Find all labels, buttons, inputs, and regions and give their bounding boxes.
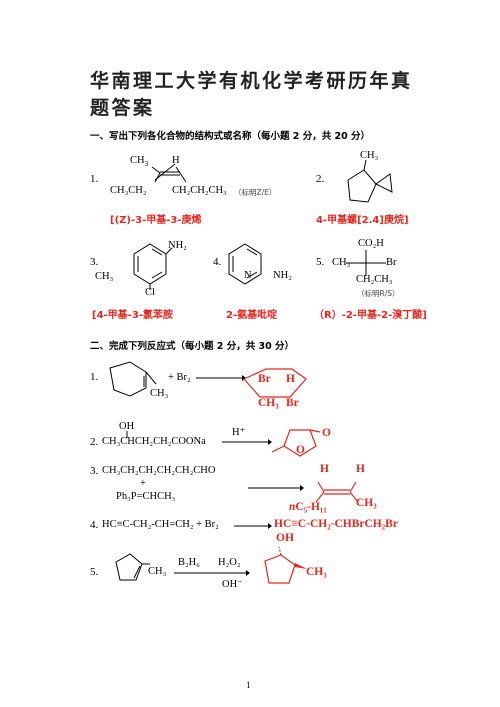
r3-product-alkene [315,481,359,503]
r5-condition-1: B₂H₆ [178,557,200,568]
q1-h-label: H [172,155,180,166]
r5-arrow [174,570,250,576]
q1-right-group: CH₂CH₂CH₃ [172,185,227,196]
q2-ch3-label: CH₃ [360,150,379,161]
section-2-heading: 二、完成下列反应式（每小题 2 分，共 30 分） [90,341,295,352]
r4-arrow [234,523,272,529]
r5-number: 5. [90,566,99,578]
r5-ch3-label: CH₃ [148,566,167,577]
q1-alkene-structure [151,163,187,183]
r1-product-br1: Br [258,373,271,385]
r3-number: 3. [90,465,99,477]
q3-nh2-label: NH₂ [168,240,187,251]
r3-product-left: nC₅-H₁₁ [289,501,327,513]
r3-reactant: CH₃CH₂CH₂CH₂CH₂CHO [102,465,216,476]
r4-reactant: HC≡C-CH₂-CH=CH₂ + Br₂ [102,519,219,530]
q5-fischer-structure [346,250,386,276]
q3-ch3-label: CH₃ [95,271,114,282]
page-title-line-1: 华南理工大学有机化学考研历年真 [90,70,413,92]
r1-arrow [196,375,246,381]
q3-aniline-structure [133,243,173,290]
r3-product-h1: H [320,463,329,475]
r2-carbonyl-o: O [322,427,331,439]
r2-product-lactone [271,429,321,457]
r5-condition-2: H₂O₂ [218,557,241,568]
q1-answer: [(Z)-3-甲基-3-庚烯 [110,215,202,226]
r5-reactant-structure [115,553,150,581]
r1-number: 1. [90,371,99,383]
q2-answer: 4-甲基螺[2.4]庚烷] [316,215,409,226]
r1-reactant-structure [109,361,157,397]
r1-product-h: H [286,373,295,385]
r4-number: 4. [90,519,99,531]
q1-left-group: CH₃CH₂ [110,185,147,196]
r3-ylide: Ph₃P=CHCH₃ [116,491,176,502]
r2-oh-label: OH [119,421,135,432]
q3-answer: [4-甲基-3-氯苯胺 [92,310,173,321]
r2-arrow [222,439,272,445]
section-1-heading: 一、写出下列各化合物的结构式或名称（每小题 2 分，共 20 分） [90,131,371,142]
r1-reagent: + Br₂ [168,372,191,383]
page-title-line-2: 题答案 [90,97,155,119]
r5-product-structure [264,546,307,584]
q5-br-label: Br [386,257,397,268]
r2-oh-bond [126,431,128,438]
q4-nh2-label: NH₂ [273,270,292,281]
q1-number: 1. [90,173,99,185]
q1-note: （标明Z/E） [234,188,277,197]
r3-arrow [248,485,304,491]
r2-reactant: CH₃CHCH₂CH₂COONa [102,436,206,447]
q5-number: 5. [316,256,325,268]
q4-number: 4. [213,256,222,268]
r1-product-br2: Br [286,397,299,409]
q4-answer: 2-氨基吡啶 [226,310,278,321]
q5-note: （标明R/S） [357,289,400,298]
r2-ring-o: O [296,444,305,456]
q3-cl-label: Cl [145,287,155,298]
q1-ch3-label: CH3 [130,155,149,169]
r5-condition-3: OH⁻ [222,579,243,590]
r1-product-structure [243,368,307,398]
r2-condition: H⁺ [232,427,246,438]
r1-product-ch3: CH₃ [258,397,279,409]
r5-product-oh: OH [276,532,294,544]
q5-ch2ch3-label: CH₂CH₃ [356,274,393,285]
q4-n-label: N [244,270,252,281]
q5-co2h-label: CO₂H [358,238,384,249]
r4-product: HC≡C-CH₂-CHBrCH₂Br [274,518,398,530]
r3-plus: + [140,478,146,489]
q5-ch3-label: CH₃ [332,257,351,268]
q5-answer: （R）-2-甲基-2-溴丁酸] [314,310,427,321]
q2-spiro-structure [347,159,393,203]
r2-number: 2. [90,436,99,448]
r3-product-right: CH₃ [356,497,377,509]
q3-number: 3. [90,256,99,268]
r3-product-h2: H [356,463,365,475]
q4-pyridine-structure [228,243,262,285]
r5-product-ch3: CH₃ [306,566,327,578]
page-number: 1 [246,680,251,690]
r1-ch3-label: CH₃ [150,388,169,399]
q2-number: 2. [316,173,325,185]
